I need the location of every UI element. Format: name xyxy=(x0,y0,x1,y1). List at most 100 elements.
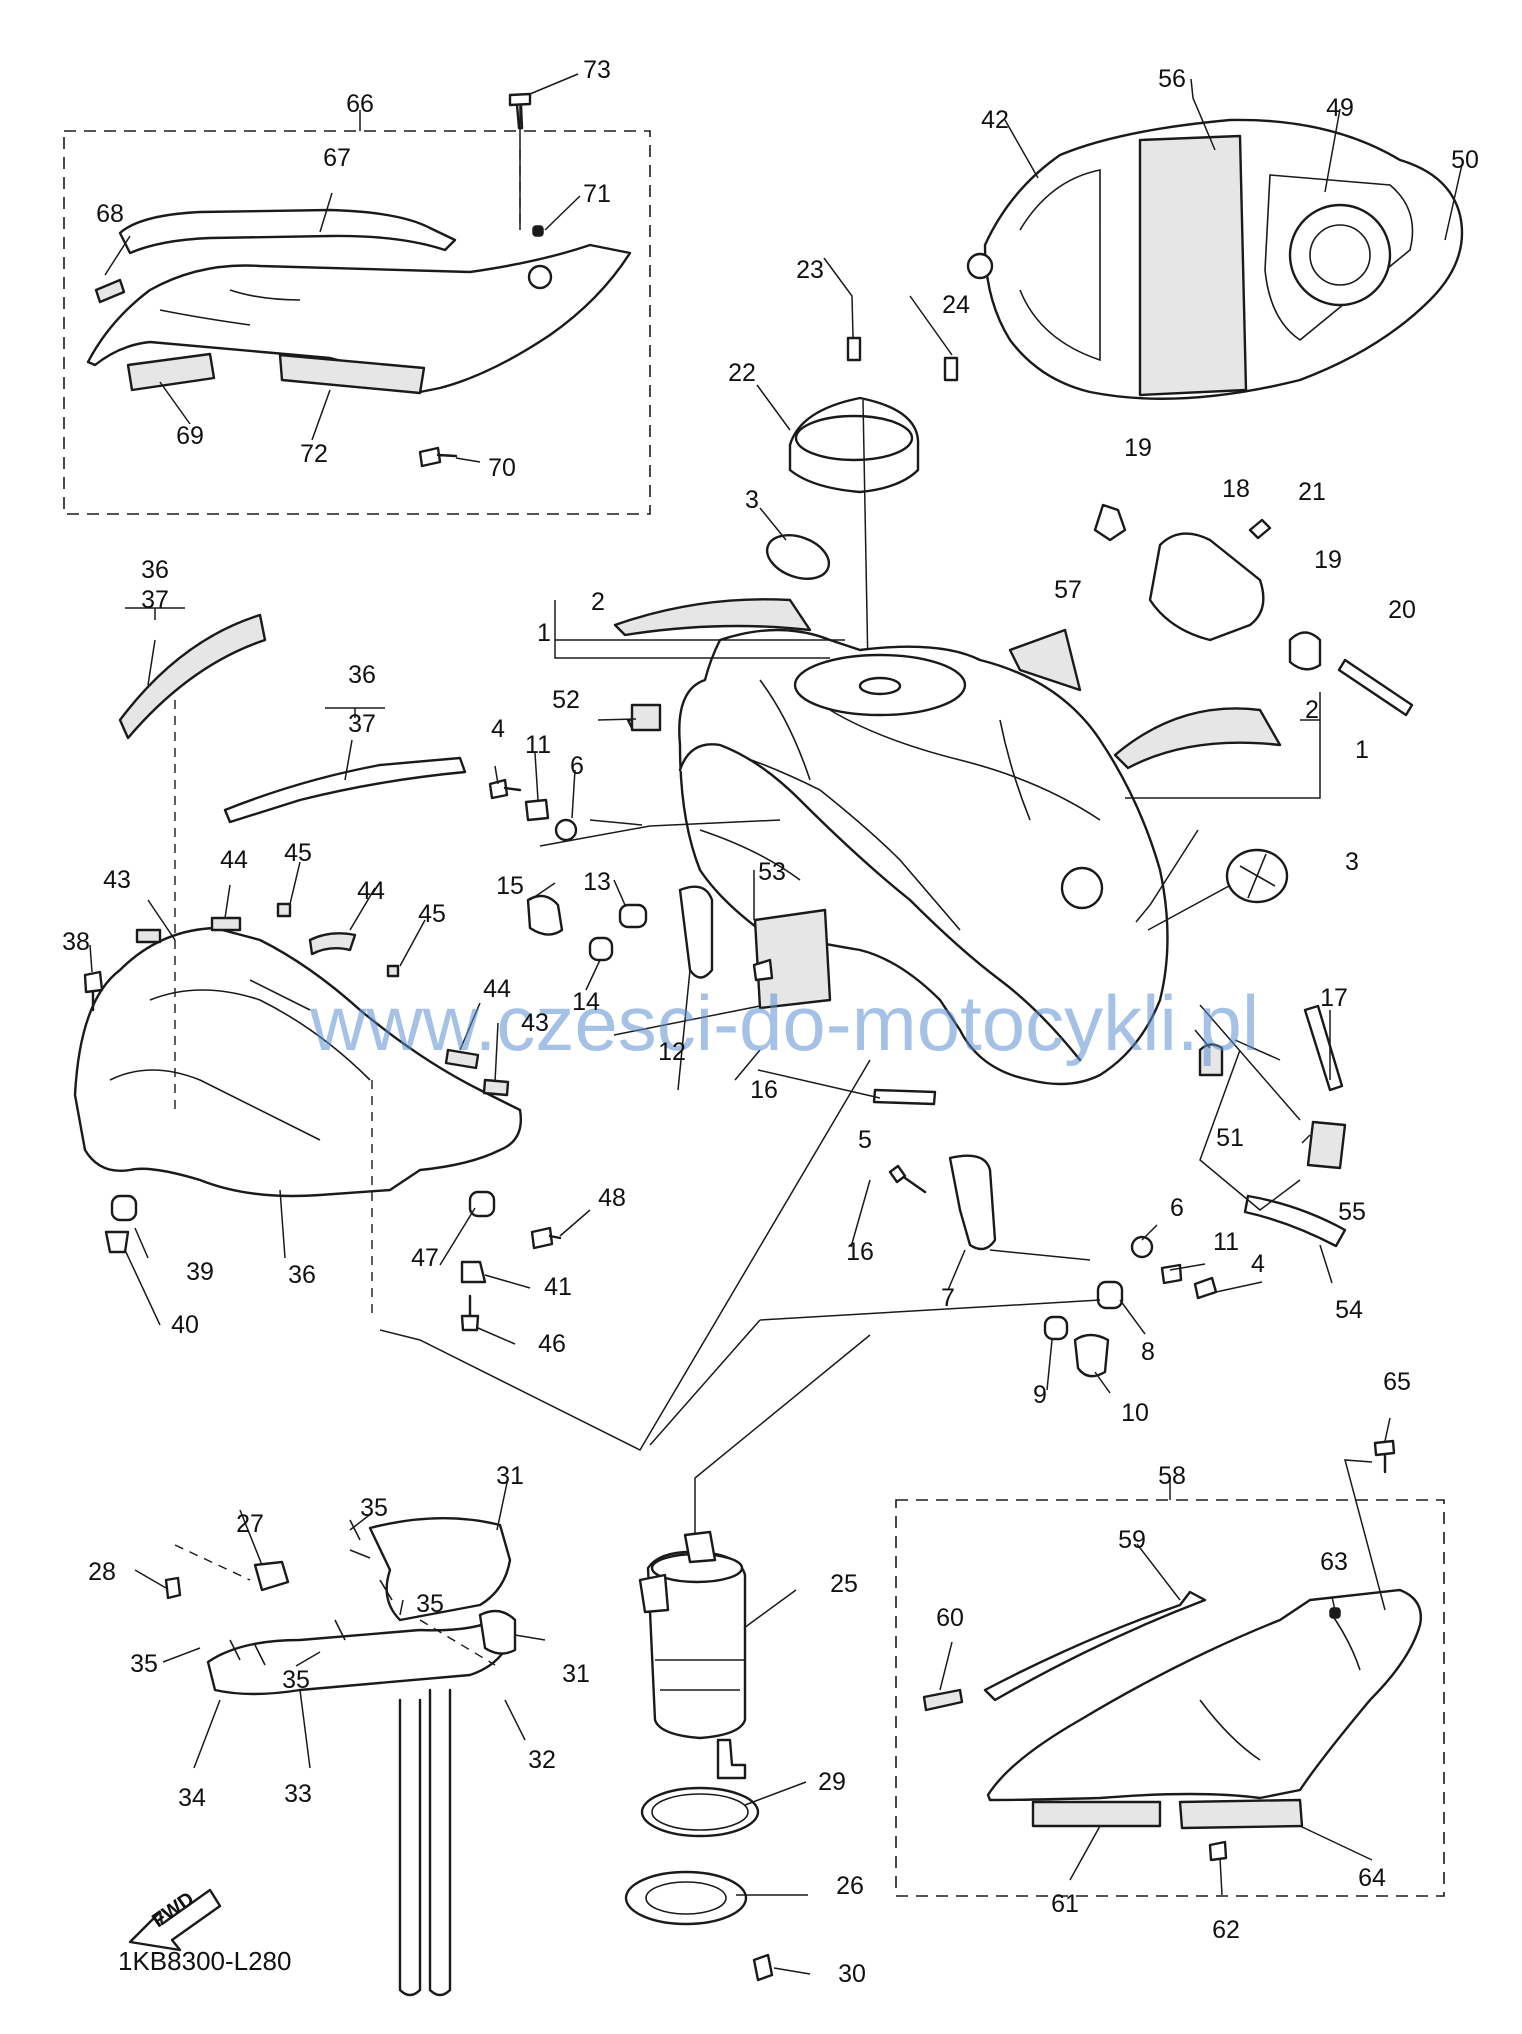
fuel-pump-assembly xyxy=(624,1334,871,1982)
callout-c33: 33 xyxy=(284,1780,312,1808)
callout-c44a: 44 xyxy=(220,846,248,874)
pad-44-a xyxy=(210,916,242,932)
grommet-39 xyxy=(110,1194,138,1222)
nut-71 xyxy=(532,225,544,237)
callout-c3a: 3 xyxy=(745,486,759,514)
part-19-grommet-b xyxy=(1288,631,1322,671)
part-19-grommet-a xyxy=(1093,503,1127,542)
part-68-strip xyxy=(94,278,126,304)
callout-c29: 29 xyxy=(818,1768,846,1796)
assembly-lines-centre xyxy=(379,1059,1101,1451)
part-18-bracket xyxy=(1148,532,1265,642)
callout-c31a: 31 xyxy=(496,1462,524,1490)
callout-c70: 70 xyxy=(488,454,516,482)
part-3-seal xyxy=(765,534,831,580)
callout-c16b: 16 xyxy=(846,1238,874,1266)
tank-bottom-edge xyxy=(678,743,1082,1062)
callout-c43a: 43 xyxy=(103,866,131,894)
pump-outlet xyxy=(716,1738,747,1780)
callout-c64: 64 xyxy=(1358,1864,1386,1892)
pump-connector xyxy=(683,1530,717,1564)
callout-c13: 13 xyxy=(583,868,611,896)
callout-c37a: 37 xyxy=(141,586,169,614)
callout-c52: 52 xyxy=(552,686,580,714)
bracket-27 xyxy=(253,1560,290,1592)
frame-tube xyxy=(398,1688,452,1997)
callout-c14: 14 xyxy=(572,988,600,1016)
pad-44-b xyxy=(308,932,357,956)
callout-c48: 48 xyxy=(598,1184,626,1212)
callout-c50: 50 xyxy=(1451,146,1479,174)
callout-c41: 41 xyxy=(544,1273,572,1301)
leaders-pump xyxy=(694,1334,871,1975)
leaders-tank-side xyxy=(1135,829,1241,931)
side-cover-right-assembly xyxy=(895,1417,1445,1897)
callout-c2a: 2 xyxy=(591,588,605,616)
part-69-pad xyxy=(126,352,216,392)
bolt-38 xyxy=(83,970,104,1012)
tank-stud xyxy=(966,252,994,280)
group-66-box xyxy=(63,130,651,515)
callout-c35a: 35 xyxy=(360,1494,388,1522)
callout-c19b: 19 xyxy=(1314,546,1342,574)
part-67-trim xyxy=(118,208,457,255)
callout-c18: 18 xyxy=(1222,475,1250,503)
callout-c15: 15 xyxy=(496,872,524,900)
callout-c34: 34 xyxy=(178,1784,206,1812)
part-7-bracket xyxy=(948,1154,997,1251)
bolt-48 xyxy=(530,1226,562,1250)
pump-flange-inner xyxy=(1309,224,1371,286)
pump-bands xyxy=(655,1659,745,1691)
callout-c58: 58 xyxy=(1158,1462,1186,1490)
callout-c23: 23 xyxy=(796,256,824,284)
callout-c61: 61 xyxy=(1051,1890,1079,1918)
part-26-plate xyxy=(624,1870,748,1926)
filler-cap-assembly xyxy=(756,257,959,671)
callout-c4b: 4 xyxy=(1251,1250,1265,1278)
front-cover-assembly xyxy=(73,607,591,1345)
callout-c62: 62 xyxy=(1212,1916,1240,1944)
callout-c45b: 45 xyxy=(418,900,446,928)
callout-c60: 60 xyxy=(936,1604,964,1632)
callout-c51: 51 xyxy=(1216,1124,1244,1152)
screw-65 xyxy=(1373,1439,1396,1474)
callout-c31b: 31 xyxy=(562,1660,590,1688)
callout-c16a: 16 xyxy=(750,1076,778,1104)
bolt-4b xyxy=(1193,1276,1218,1300)
callout-c30: 30 xyxy=(838,1960,866,1988)
callout-c9: 9 xyxy=(1033,1381,1047,1409)
part-5-hose xyxy=(872,1088,937,1106)
callout-c1b: 1 xyxy=(1355,736,1369,764)
callout-c71: 71 xyxy=(583,180,611,208)
callout-c5: 5 xyxy=(858,1126,872,1154)
bolt-24 xyxy=(943,356,959,382)
callout-c65: 65 xyxy=(1383,1368,1411,1396)
callout-c17: 17 xyxy=(1320,984,1348,1012)
callout-c11b: 11 xyxy=(1213,1228,1239,1256)
pad-45-a xyxy=(276,902,292,918)
callout-c44c: 44 xyxy=(483,975,511,1003)
collar-47 xyxy=(468,1190,496,1218)
part-31-frame-lower xyxy=(206,1618,512,1696)
callout-c36a: 36 xyxy=(141,556,169,584)
bolt-16a xyxy=(752,958,774,982)
part-20-hose xyxy=(1337,658,1414,717)
part-61-pad xyxy=(1031,1800,1162,1828)
part-59-strip xyxy=(983,1590,1207,1702)
fwd-arrow: FWD xyxy=(128,1888,222,1952)
callout-c35d: 35 xyxy=(130,1650,158,1678)
pad-43-b xyxy=(482,1078,510,1097)
callout-c20: 20 xyxy=(1388,596,1416,624)
part-31-frame-upper xyxy=(368,1517,512,1622)
part-2-decal-a xyxy=(613,598,812,637)
callout-c26: 26 xyxy=(836,1872,864,1900)
callout-c45a: 45 xyxy=(284,839,312,867)
pad-43-a xyxy=(135,928,162,944)
callout-c72: 72 xyxy=(300,440,328,468)
leaders-cover xyxy=(89,607,591,1345)
diagram-code: 1KB8300-L280 xyxy=(118,1946,291,1976)
bolt-16b xyxy=(888,1164,927,1194)
part-15-bracket xyxy=(526,894,564,936)
callout-c40: 40 xyxy=(171,1311,199,1339)
callout-c27: 27 xyxy=(236,1510,264,1538)
